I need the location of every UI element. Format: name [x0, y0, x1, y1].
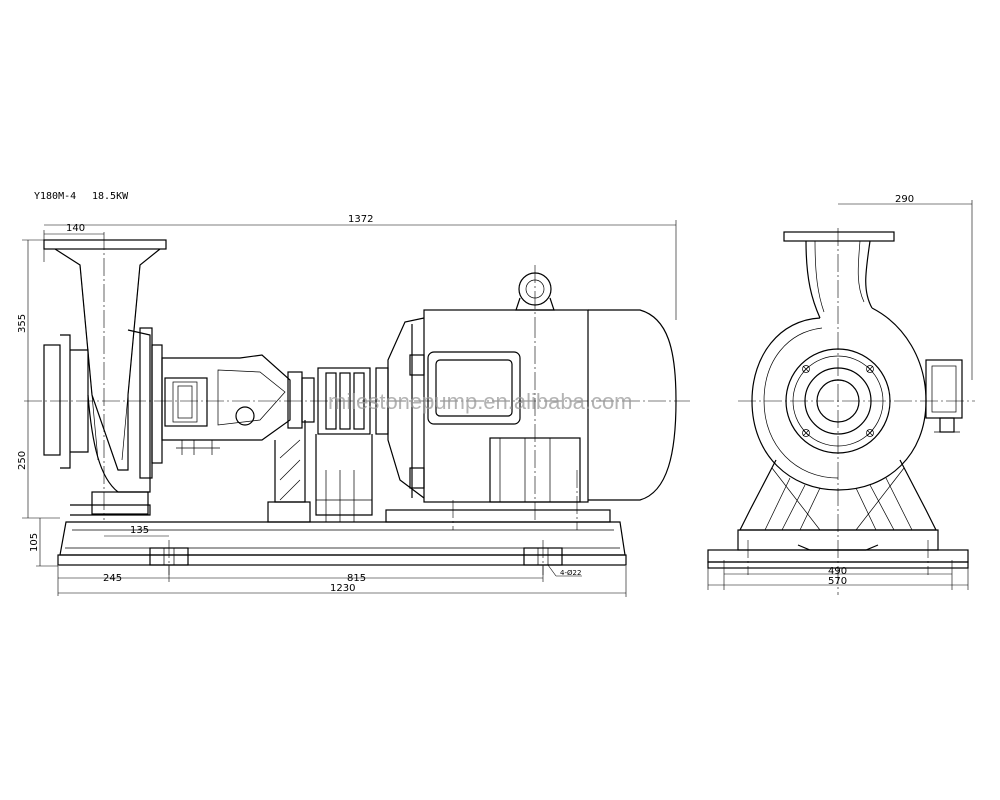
- dim-overall-length: 1372: [348, 214, 373, 225]
- dim-bolt-holes: 4-Ø22: [560, 569, 581, 577]
- watermark: milestonepump.en.alibaba.com: [328, 389, 633, 414]
- side-view: 1372 140 355 250 105 135 245 815: [17, 214, 690, 597]
- dim-bolt-spacing: 815: [347, 573, 366, 584]
- dim-height-below-axis: 250: [17, 451, 28, 470]
- outlet-nozzle: [783, 231, 895, 319]
- dim-inlet-offset: 140: [66, 223, 85, 234]
- end-view: 290 490 570: [707, 194, 975, 595]
- model-label: Y180M-4: [34, 191, 76, 202]
- dim-base-width: 570: [828, 576, 847, 587]
- volute-casing: [751, 307, 963, 491]
- dim-support-offset: 135: [130, 525, 149, 536]
- end-support: [707, 459, 969, 575]
- dim-outlet-offset: 290: [895, 194, 914, 205]
- dim-base-length: 1230: [330, 583, 355, 594]
- end-dimensions: 290 490 570: [707, 194, 973, 590]
- dim-base-height: 105: [29, 533, 40, 552]
- power-label: 18.5KW: [92, 191, 129, 202]
- side-dimensions: 1372 140 355 250 105 135 245 815: [17, 214, 677, 597]
- dim-height-above-axis: 355: [17, 314, 28, 333]
- bearing-bracket: [161, 354, 315, 523]
- pump-casing: [43, 232, 167, 520]
- motor: [385, 265, 677, 530]
- dim-bolt-offset: 245: [103, 573, 122, 584]
- dim-bolt-width: 490: [828, 566, 847, 577]
